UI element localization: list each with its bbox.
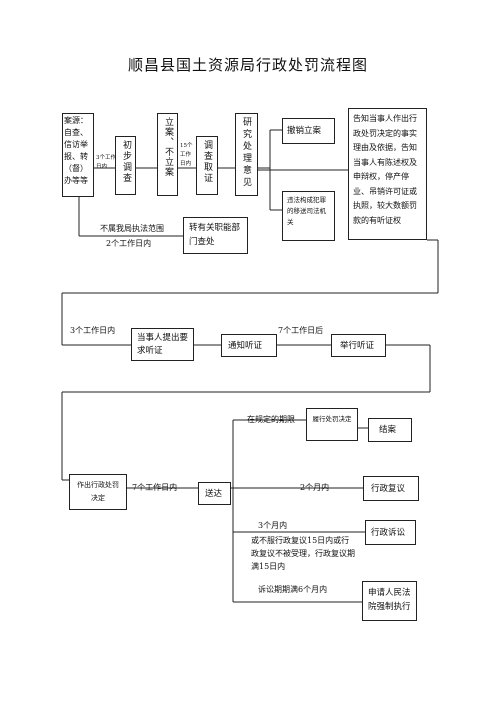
notice-hearing-text: 通知听证 [228,341,263,351]
request-hearing-text: 当事人提出要求听证 [137,333,189,356]
investigation-text: 调查取证 [202,140,212,184]
initial-investigation-box: 初步调查 [115,136,136,195]
label-7-days-after-text: 7个工作日后 [278,326,324,335]
investigation-box: 调查取证 [196,136,218,195]
initial-investigation-text: 初步调查 [121,140,131,184]
label-2-days-text: 2个工作日内 [106,239,152,248]
label-out-of-scope: 不属我局执法范围 [100,223,164,234]
label-7-days: 7个工作日内 [132,482,177,493]
label-within-period: 在规定的期限 [247,414,295,425]
court-enforcement-text: 申请人民法院强制执行 [368,588,411,612]
label-3-days-text: 3个工作日内 [96,155,116,170]
study-opinion-box: 研究处理意见 [235,113,258,196]
case-source-box: 案源：自查、信访举报、转（督）办等等 [62,113,94,197]
admin-litigation-text: 行政诉讼 [371,528,406,538]
notify-party-box: 告知当事人作出行政处罚决定的事实理由及依据，告知当事人有陈述权及申辩权，停产停业… [348,108,427,240]
label-2-months-text: 2个月内 [300,483,330,492]
deliver-box: 送达 [198,482,231,505]
label-3-days-row2-text: 3个工作日内 [70,326,116,335]
fulfill-box: 履行处罚决定 [306,408,358,441]
admin-review-text: 行政复议 [371,484,406,494]
close-case-text: 结案 [379,425,397,435]
admin-litigation-box: 行政诉讼 [365,520,416,545]
close-case-box: 结案 [368,418,412,442]
admin-review-box: 行政复议 [363,476,419,501]
court-enforcement-box: 申请人民法院强制执行 [362,581,417,621]
study-opinion-text: 研究处理意见 [241,117,251,189]
transfer-agency-box: 转有关职能部门查处 [183,217,248,254]
label-7-days-text: 7个工作日内 [132,483,178,492]
label-litigation-conditions: 或不服行政复议15日内或行政复议不被受理，行政复议期满15日内 [251,534,357,573]
label-15-days-text: 15个工作日内 [180,143,193,167]
filing-text: 立案、不立案 [163,117,173,177]
label-15-days: 15个工作日内 [180,142,194,169]
label-3-days: 3个工作日内 [96,154,116,172]
label-7-days-after: 7个工作日后 [278,325,323,336]
label-litigation-expiry-text: 诉讼期期满6个月内 [258,585,328,594]
withdraw-case-text: 撤销立案 [287,126,322,136]
page-title: 顺昌县国土资源局行政处罚流程图 [127,56,368,74]
request-hearing-box: 当事人提出要求听证 [131,328,194,361]
label-3-days-row2: 3个工作日内 [70,325,115,336]
label-3-months: 3个月内 [258,520,287,531]
label-2-days: 2个工作日内 [106,238,151,249]
label-litigation-expiry: 诉讼期期满6个月内 [258,584,327,595]
withdraw-case-box: 撤销立案 [282,118,335,144]
label-within-period-text: 在规定的期限 [247,415,295,424]
notify-party-text: 告知当事人作出行政处罚决定的事实理由及依据，告知当事人有陈述权及申辩权，停产停业… [353,114,417,225]
hold-hearing-box: 举行听证 [331,334,386,357]
deliver-text: 送达 [205,489,223,499]
case-source-text: 案源：自查、信访举报、转（督）办等等 [64,116,88,185]
hold-hearing-text: 举行听证 [340,341,375,351]
notice-hearing-box: 通知听证 [221,334,277,357]
transfer-judicial-box: 违法构成犯罪的移送司法机关 [282,191,335,241]
make-decision-box: 作出行政处罚决定 [69,474,127,510]
label-2-months: 2个月内 [300,482,329,493]
make-decision-text: 作出行政处罚决定 [77,481,119,502]
label-out-of-scope-text: 不属我局执法范围 [100,224,164,233]
transfer-judicial-text: 违法构成犯罪的移送司法机关 [287,196,326,226]
label-3-months-text: 3个月内 [258,521,288,530]
fulfill-text: 履行处罚决定 [312,415,352,423]
filing-box: 立案、不立案 [157,113,178,196]
transfer-agency-text: 转有关职能部门查处 [189,223,241,247]
label-litigation-conditions-text: 或不服行政复议15日内或行政复议不被受理，行政复议期满15日内 [251,536,355,571]
